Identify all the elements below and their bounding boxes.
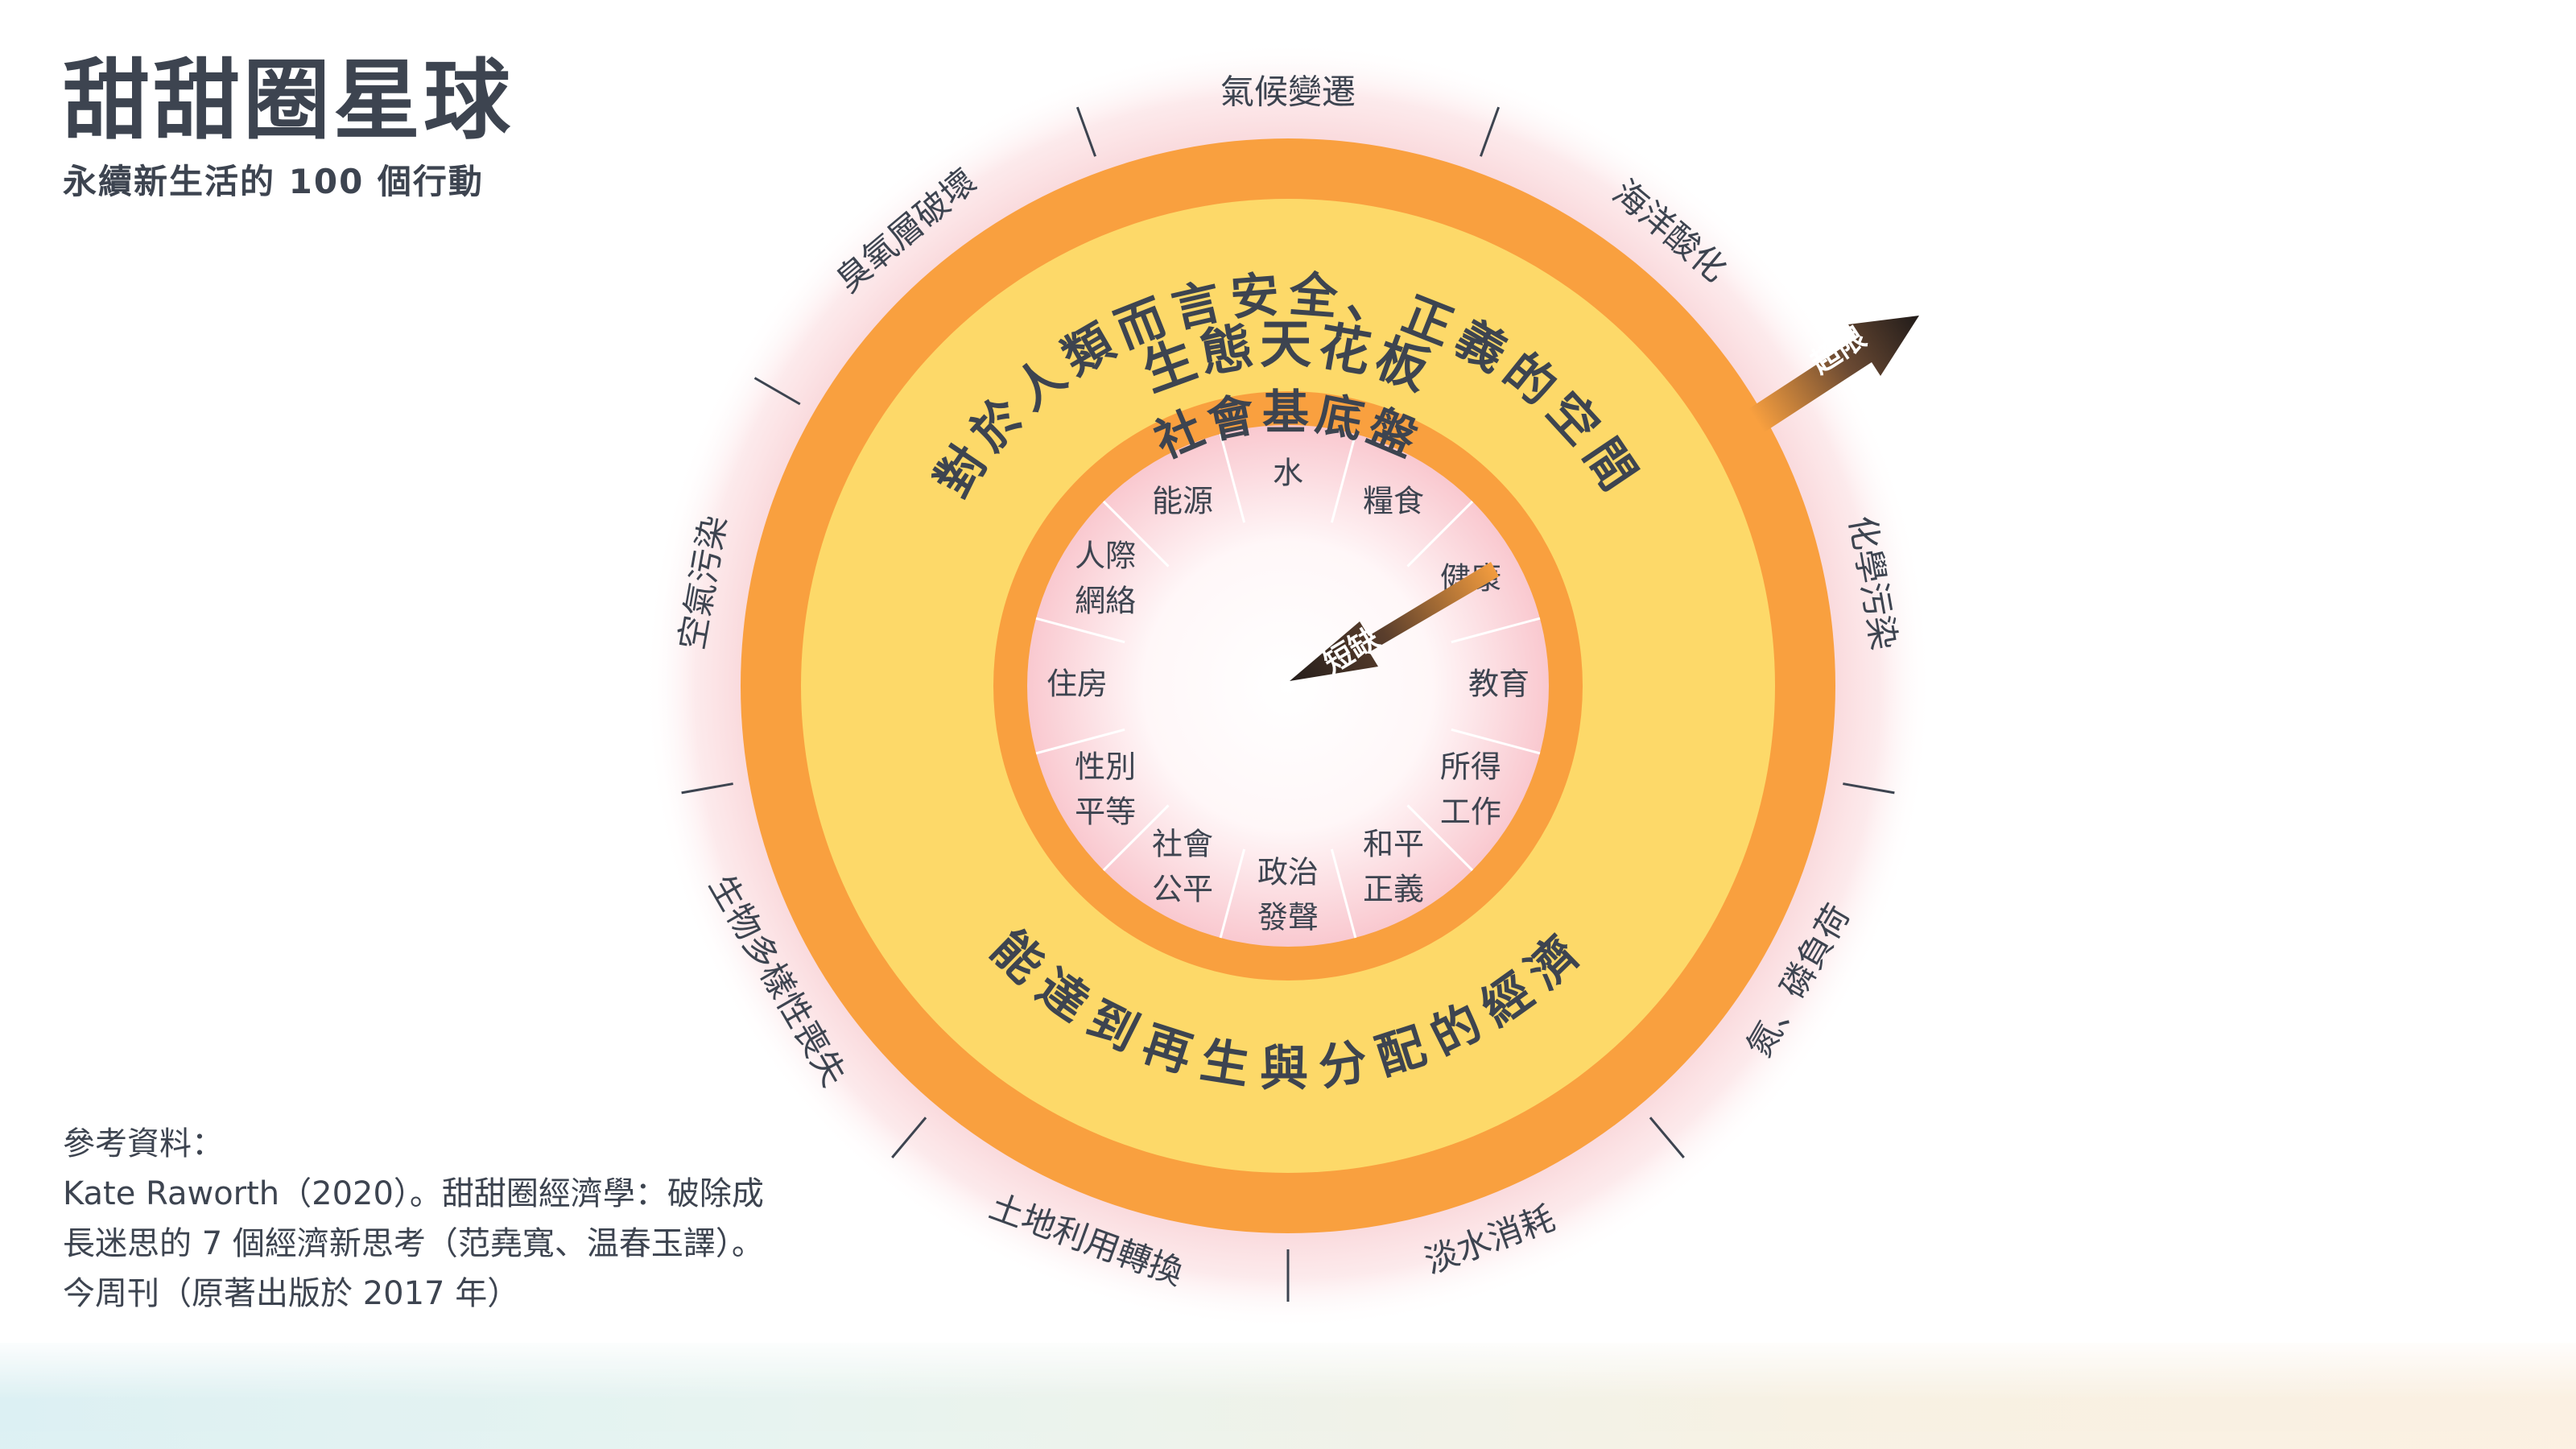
shortfall-arrow-shape	[1290, 562, 1499, 681]
boundary-divider-line	[891, 1117, 927, 1158]
social-foundation-spoke	[1330, 848, 1357, 939]
social-foundation-spoke	[1219, 848, 1246, 939]
boundary-divider-line	[681, 782, 733, 795]
social-foundation-item-line: 社會	[1152, 826, 1213, 861]
social-foundation-item-line: 和平	[1363, 826, 1424, 861]
social-foundation-item: 糧食	[1363, 484, 1424, 519]
social-foundation-labels: 水糧食健康教育所得工作和平正義政治發聲社會公平性別平等住房人際網絡能源	[1046, 456, 1530, 935]
boundary-dividers	[681, 106, 1895, 1302]
social-foundation-item: 水	[1273, 456, 1303, 491]
boundary-divider-line	[1843, 782, 1895, 795]
page-title: 甜甜圈星球	[63, 51, 514, 151]
social-foundation-item-line: 人際	[1075, 539, 1136, 574]
reference-line-3: 今周刊（原著出版於 2017 年）	[63, 1275, 520, 1312]
social-foundation-item-line: 公平	[1152, 871, 1213, 906]
social-foundation-item: 人際網絡	[1075, 539, 1136, 619]
social-foundation-item: 社會公平	[1152, 826, 1213, 906]
overshoot-arrow-shape	[1748, 316, 1919, 433]
social-foundation-item-line: 所得	[1440, 749, 1501, 785]
social-foundation-spoke	[1451, 728, 1541, 755]
header: 甜甜圈星球 永續新生活的 100 個行動	[63, 51, 514, 204]
social-foundation-item: 性別平等	[1075, 749, 1136, 830]
social-foundation-item-line: 糧食	[1363, 484, 1424, 519]
social-foundation-spoke	[1451, 617, 1541, 644]
social-foundation-spoke	[1035, 728, 1125, 755]
social-foundation-item-line: 平等	[1075, 795, 1136, 830]
social-foundation-item-line: 發聲	[1257, 900, 1319, 935]
page-subtitle: 永續新生活的 100 個行動	[63, 162, 484, 202]
social-foundation-spoke	[1102, 500, 1170, 568]
social-foundation-item: 政治發聲	[1257, 855, 1319, 935]
social-foundation-spoke	[1035, 617, 1125, 644]
social-foundation-item-line: 政治	[1257, 855, 1319, 890]
social-foundation-item-line: 住房	[1046, 667, 1108, 702]
reference-line-2: 長迷思的 7 個經濟新思考（范堯寬、温春玉譯）。	[63, 1225, 764, 1262]
social-foundation-item-line: 工作	[1440, 795, 1501, 830]
social-foundation-item: 住房	[1046, 667, 1108, 702]
social-foundation-spoke	[1330, 433, 1357, 523]
reference-heading: 參考資料：	[63, 1125, 224, 1162]
planetary-boundary-label: 氣候變遷	[1220, 72, 1356, 112]
overshoot-arrow: 超限	[1748, 316, 1919, 433]
social-foundation-item: 能源	[1152, 484, 1213, 519]
social-foundation-item-line: 性別	[1075, 749, 1136, 785]
social-foundation-spoke	[1406, 500, 1474, 568]
boundary-divider-line	[1649, 1117, 1685, 1158]
social-foundation-item-line: 正義	[1363, 871, 1424, 906]
social-foundation-item-line: 網絡	[1075, 584, 1136, 619]
social-foundation-spoke	[1219, 433, 1246, 523]
social-foundation-item-line: 教育	[1468, 667, 1530, 702]
social-foundation-item: 所得工作	[1440, 749, 1501, 830]
bottom-gradient-band	[0, 1343, 2576, 1449]
reference-line-1: Kate Raworth（2020）。甜甜圈經濟學：破除成	[63, 1175, 764, 1212]
social-foundation-item-line: 水	[1273, 456, 1303, 491]
social-foundation-item: 教育	[1468, 667, 1530, 702]
social-foundation-item-line: 能源	[1152, 484, 1213, 519]
boundary-divider-line	[1480, 106, 1501, 157]
boundary-divider-line	[753, 377, 801, 406]
social-foundation-spoke	[1102, 804, 1170, 872]
social-foundation-item: 和平正義	[1363, 826, 1424, 906]
social-foundation-spokes	[1035, 433, 1541, 939]
social-foundation-spoke	[1406, 804, 1474, 872]
reference-block: 參考資料： Kate Raworth（2020）。甜甜圈經濟學：破除成 長迷思的…	[63, 1119, 787, 1319]
boundary-divider-line	[1075, 106, 1096, 157]
